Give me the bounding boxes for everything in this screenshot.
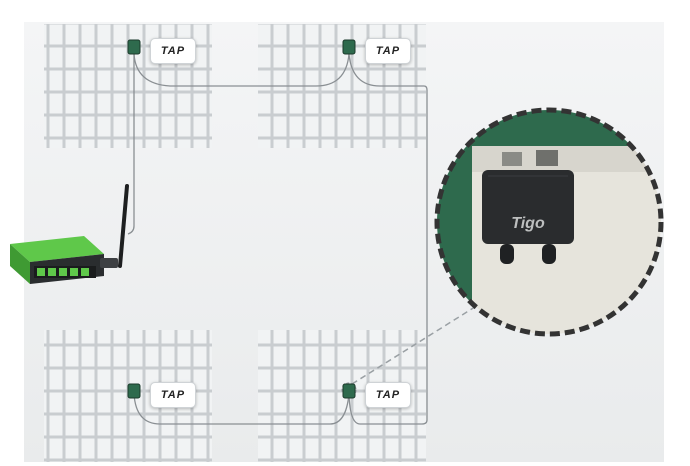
magnifier-border [434,107,664,337]
antenna-icon [118,184,129,268]
tap-device [482,170,574,244]
tigo-logo: Tigo [511,215,545,232]
zoom-leader-line [351,299,487,385]
tap-cable [127,53,428,425]
tap-label: TAP [365,382,411,408]
gateway-device [10,184,129,284]
tap-label: TAP [365,38,411,64]
tap-device [127,39,356,399]
tap-label: TAP [150,382,196,408]
tap-label: TAP [150,38,196,64]
